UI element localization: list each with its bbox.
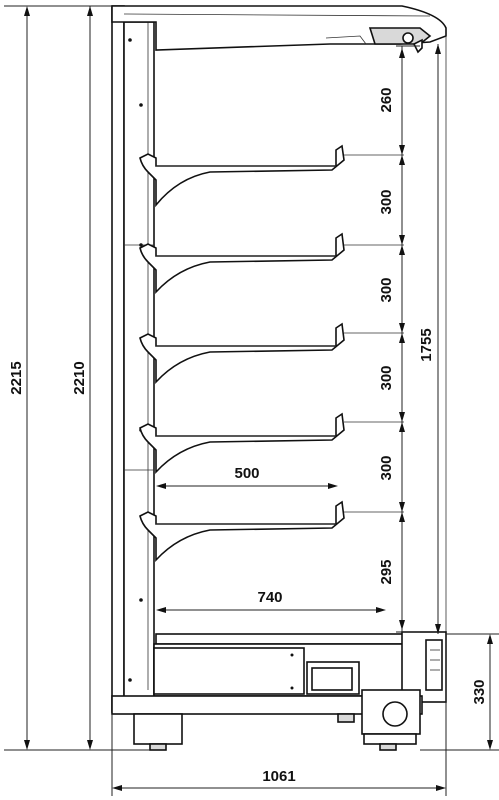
dim-base-height: 330 bbox=[471, 679, 488, 704]
dimension-labels: 2215 2210 1755 260 300 300 300 300 295 5… bbox=[8, 87, 488, 785]
shelf-4 bbox=[139, 412, 404, 475]
cabinet-body bbox=[111, 5, 447, 751]
dim-gap-4: 300 bbox=[378, 455, 395, 480]
dim-gap-3: 300 bbox=[378, 365, 395, 390]
shelf-2 bbox=[139, 232, 404, 295]
dim-cabinet-height: 2210 bbox=[71, 361, 88, 394]
dim-total-height: 2215 bbox=[8, 361, 25, 394]
drain-fan bbox=[382, 701, 408, 727]
shelf-5 bbox=[139, 500, 404, 563]
back-foot bbox=[133, 713, 183, 745]
dim-shelf-zone-height: 1755 bbox=[418, 328, 435, 361]
shelves bbox=[139, 144, 404, 563]
dim-total-depth: 1061 bbox=[262, 768, 295, 785]
machine-panel bbox=[153, 647, 305, 695]
dim-gap-bottom: 295 bbox=[378, 559, 395, 584]
plinth bbox=[111, 695, 423, 715]
control-display bbox=[311, 667, 353, 691]
dimension-lines bbox=[4, 5, 499, 796]
canopy-light bbox=[368, 27, 432, 45]
base-deck bbox=[155, 633, 405, 645]
back-panel bbox=[111, 5, 125, 713]
dim-base-deck-depth: 740 bbox=[257, 589, 282, 606]
shelf-3 bbox=[139, 322, 404, 385]
drain-outlet bbox=[337, 713, 355, 723]
inner-back-wall bbox=[123, 21, 155, 713]
front-foot bbox=[363, 733, 417, 745]
dim-gap-2: 300 bbox=[378, 277, 395, 302]
dim-gap-top: 260 bbox=[378, 87, 395, 112]
shelf-1 bbox=[139, 144, 404, 208]
dim-shelf-depth: 500 bbox=[234, 465, 259, 482]
dim-gap-1: 300 bbox=[378, 189, 395, 214]
